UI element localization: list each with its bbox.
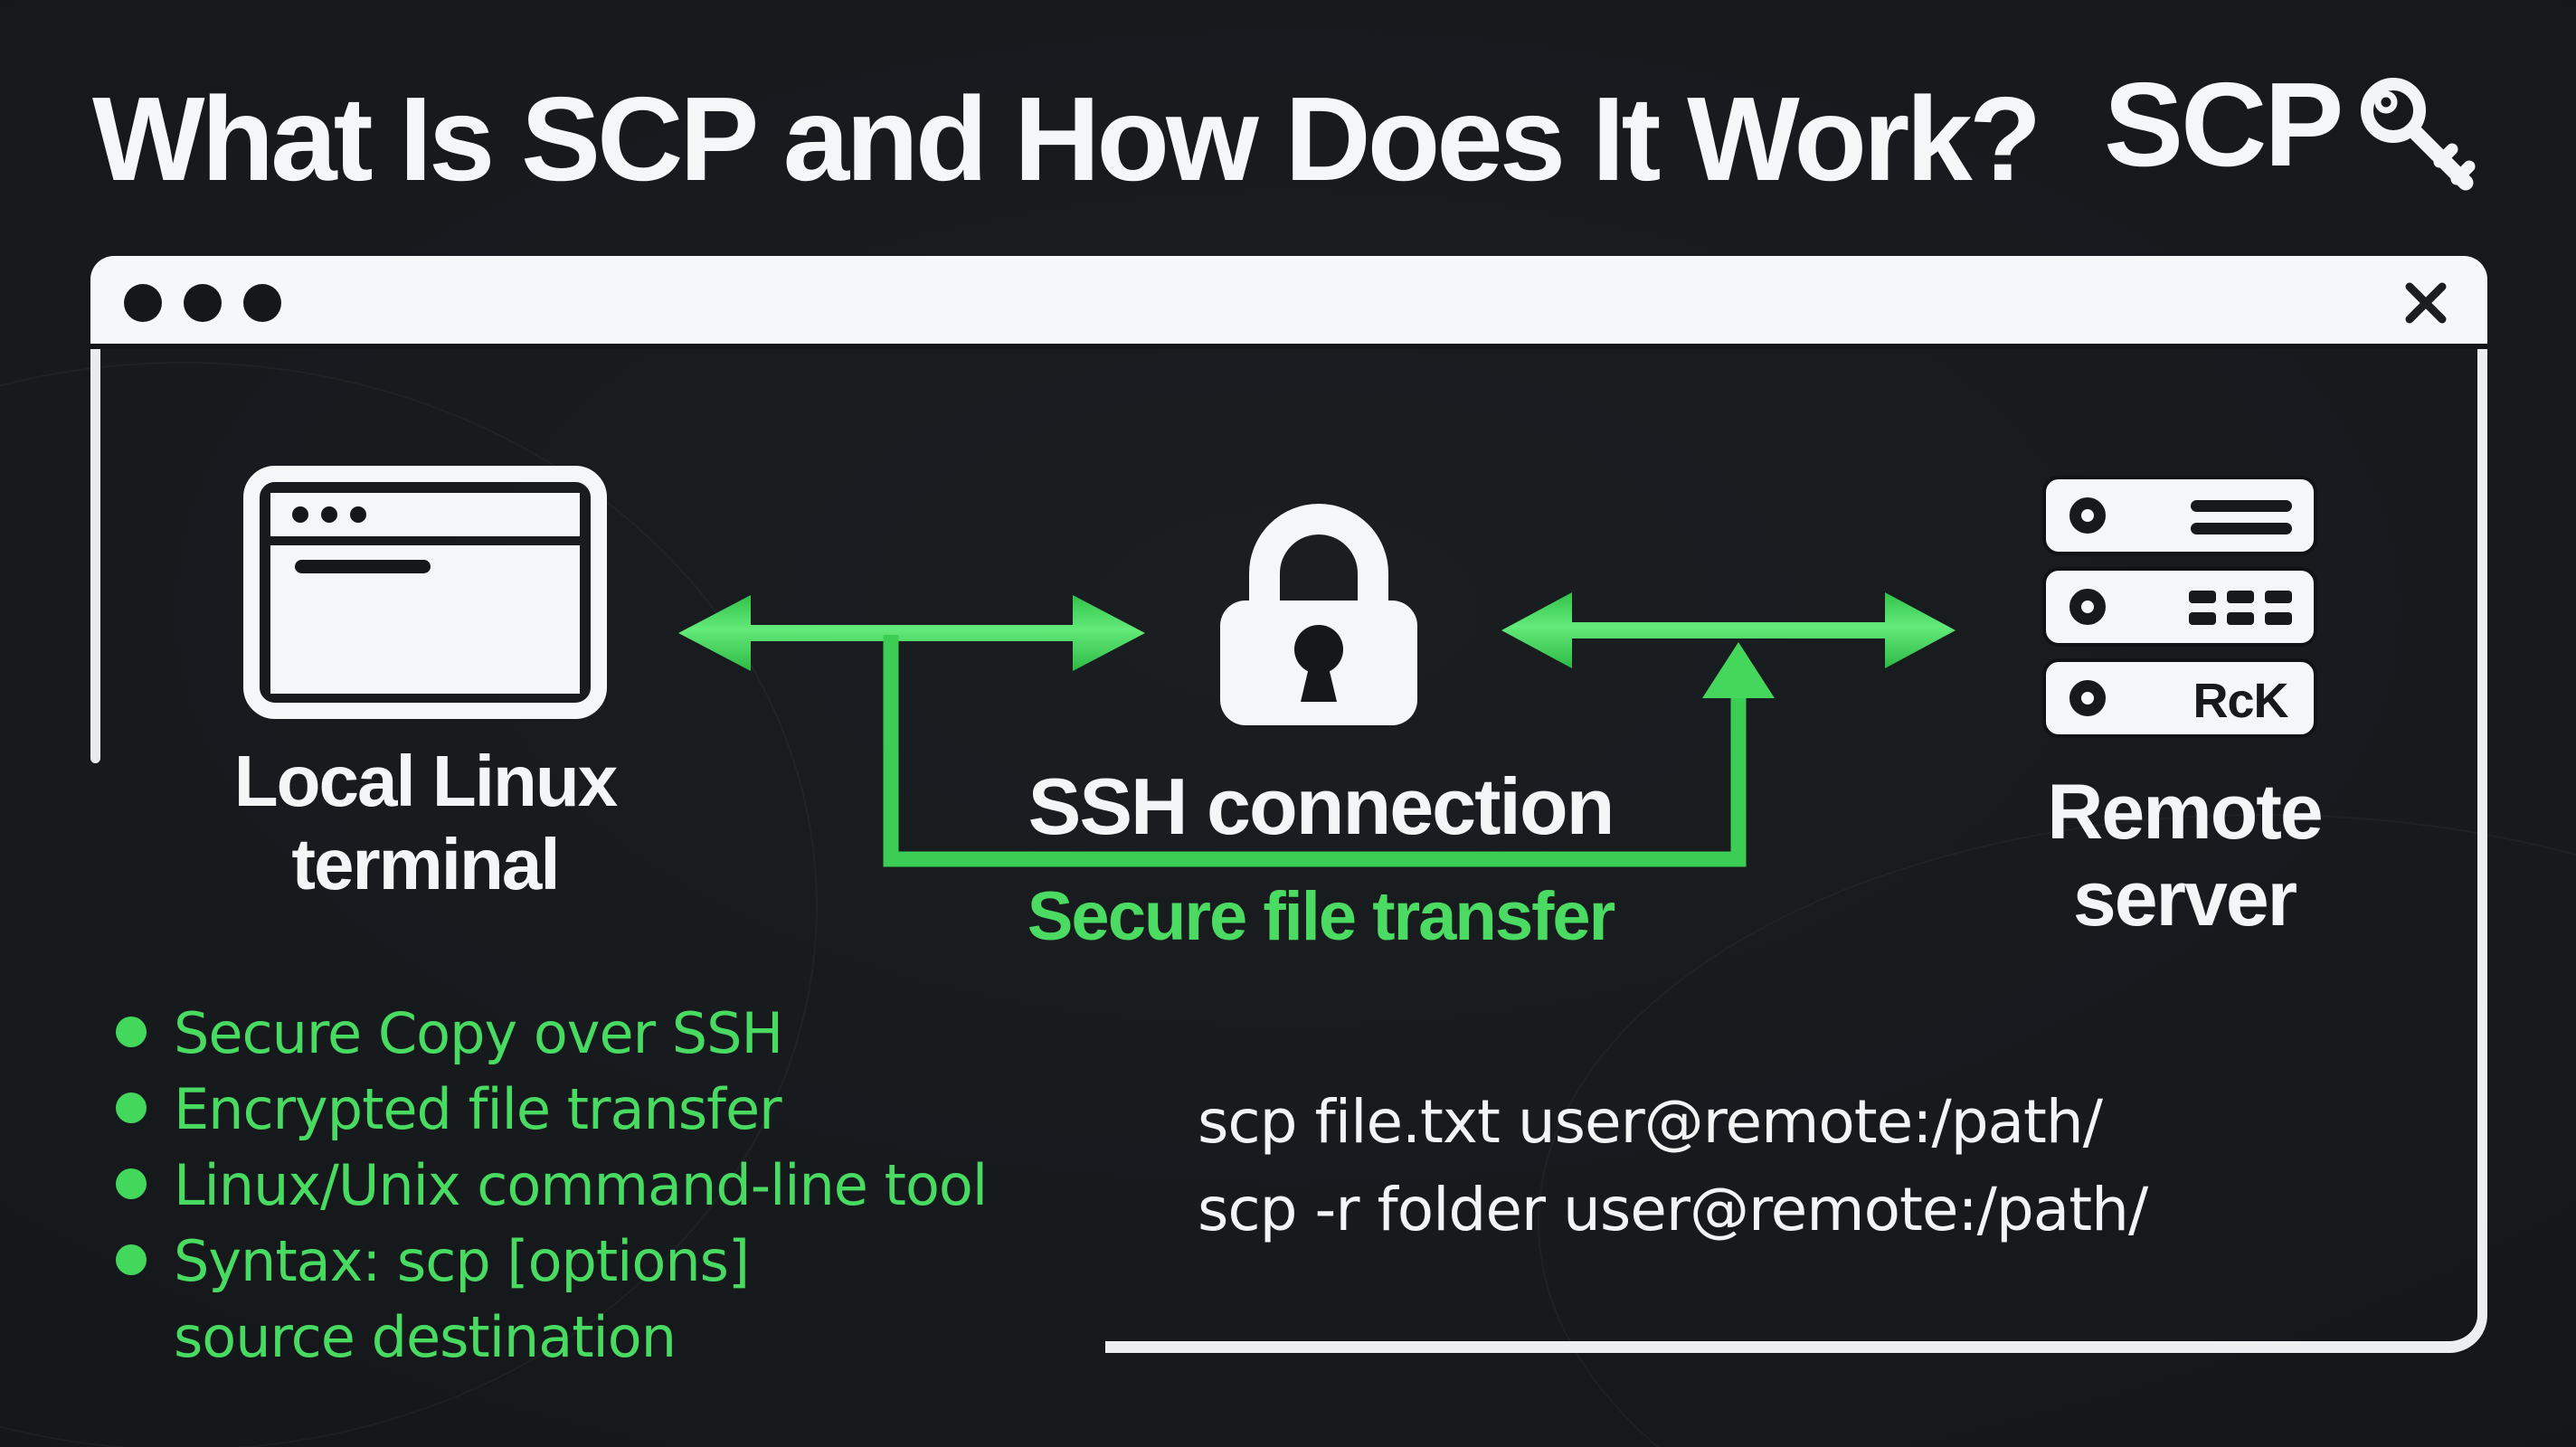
- arrow-ssh-server: [1501, 592, 1956, 668]
- ssh-label: SSH connection: [1028, 761, 1615, 851]
- bullet-label: Linux/Unix command-line tool: [174, 1152, 988, 1218]
- window-border-left: [90, 349, 100, 763]
- page-title: What Is SCP and How Does It Work?: [92, 72, 2041, 205]
- window-control-dot: [243, 284, 281, 322]
- browser-window: [90, 256, 2487, 1364]
- drive-led-ring: [2069, 497, 2106, 534]
- window-titlebar: [90, 256, 2487, 349]
- transfer-path-connector: [883, 635, 1775, 867]
- server-label: Remote server: [1954, 769, 2415, 942]
- bullet-item: Syntax: scp [options]: [116, 1228, 750, 1294]
- arrow-terminal-ssh: [678, 595, 1145, 671]
- bullet-label: Encrypted file transfer: [174, 1076, 782, 1142]
- window-control-dot: [184, 284, 222, 322]
- bullet-label: Syntax: scp [options]: [174, 1228, 750, 1294]
- bullet-dot: [116, 1168, 147, 1199]
- bullet-item: Encrypted file transfer: [116, 1076, 782, 1142]
- vent-bar: [2191, 500, 2292, 512]
- padlock-icon: [1220, 504, 1417, 725]
- window-control-dot: [124, 284, 162, 322]
- port-dash: [2265, 612, 2292, 625]
- command-line: scp file.txt user@remote:/path/: [1198, 1087, 2103, 1157]
- port-dash: [2265, 591, 2292, 603]
- terminal-window-icon: [243, 466, 607, 719]
- server-label-line2: server: [2072, 856, 2297, 942]
- bullet-item: Linux/Unix command-line tool: [116, 1152, 988, 1218]
- rack-badge: RcK: [2192, 674, 2288, 728]
- key-icon: [2361, 78, 2476, 191]
- bullet-dot: [116, 1244, 147, 1275]
- port-dash: [2227, 591, 2254, 603]
- bullet-label: source destination: [174, 1304, 677, 1370]
- terminal-label: Local Linux terminal: [176, 740, 674, 906]
- port-dash: [2189, 612, 2216, 625]
- server-unit: [2042, 476, 2317, 555]
- command-line: scp -r folder user@remote:/path/: [1198, 1175, 2148, 1244]
- bullet-item: Secure Copy over SSH: [116, 1000, 783, 1066]
- vent-bar: [2191, 523, 2292, 534]
- port-dash: [2189, 591, 2216, 603]
- terminal-label-line1: Local Linux: [233, 741, 619, 821]
- drive-led-ring: [2069, 589, 2106, 625]
- window-border-bottom-right: [1105, 349, 2487, 1353]
- terminal-label-line2: terminal: [291, 824, 560, 904]
- bullet-label: Secure Copy over SSH: [174, 1000, 783, 1066]
- drive-led-ring: [2069, 680, 2106, 716]
- bullet-dot: [116, 1017, 147, 1047]
- server-unit: RcK: [2042, 658, 2317, 738]
- brand-wordmark: SCP: [2104, 58, 2344, 191]
- close-icon: [2405, 282, 2447, 324]
- command-examples: scp file.txt user@remote:/path/ scp -r f…: [1198, 1078, 2148, 1253]
- server-rack-icon: RcK: [2042, 476, 2317, 740]
- bullet-dot: [116, 1092, 147, 1123]
- server-unit: [2042, 567, 2317, 647]
- secure-transfer-label: Secure file transfer: [1027, 878, 1616, 955]
- server-label-line1: Remote: [2047, 769, 2323, 856]
- port-dash: [2227, 612, 2254, 625]
- bullet-item-continuation: source destination: [116, 1304, 677, 1370]
